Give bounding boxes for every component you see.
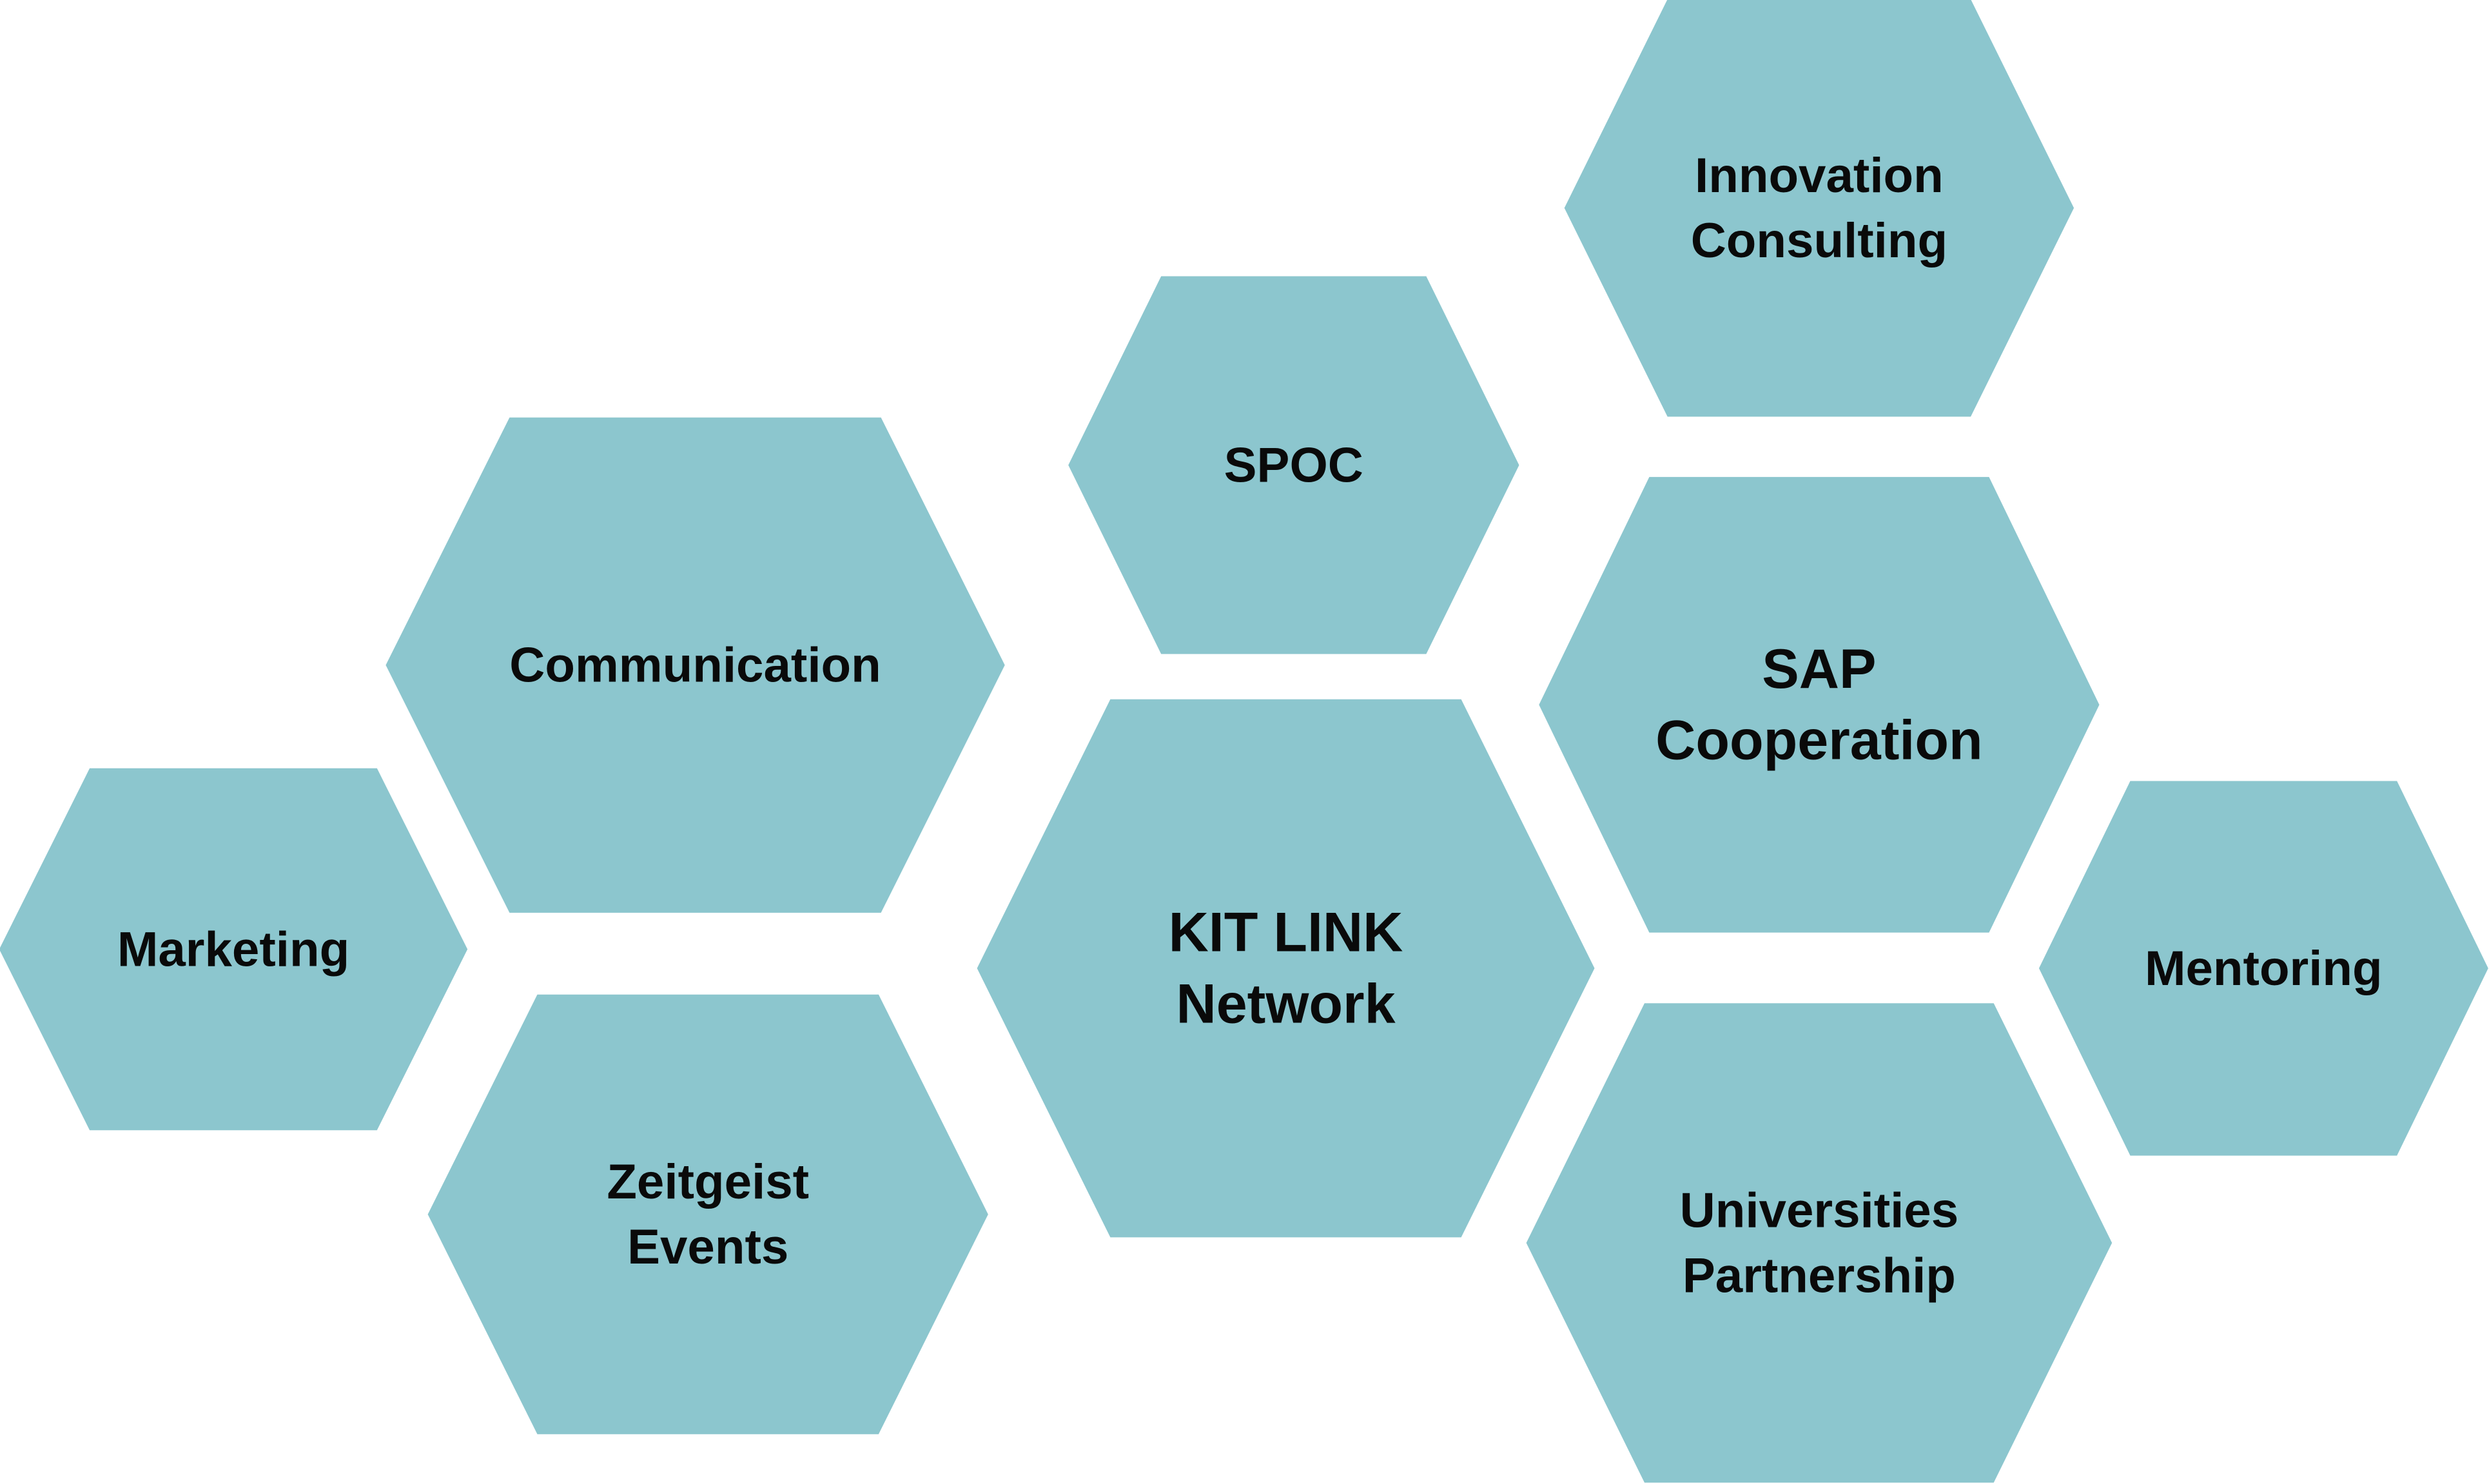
hexagon-label: Marketing <box>117 922 349 977</box>
hexagon-sap-cooperation: SAP Cooperation <box>1539 476 2100 933</box>
hexagon-label-line: Partnership <box>1683 1248 1956 1303</box>
hexagon-label-line: Network <box>1176 973 1396 1035</box>
hexagon-label: Communication <box>509 638 881 692</box>
hexagon-label-line: SPOC <box>1224 438 1363 493</box>
hexagon-marketing: Marketing <box>0 768 468 1131</box>
hexagon-label-line: Events <box>627 1220 788 1274</box>
hexagon-label-line: KIT LINK <box>1169 902 1403 964</box>
hexagon-shape <box>0 768 468 1131</box>
hexagon-label-line: Communication <box>509 638 881 692</box>
hexagon-label-line: Universities <box>1680 1183 1959 1238</box>
hexagon-label-line: Consulting <box>1691 213 1947 268</box>
hexagon-shape <box>1526 1003 2113 1483</box>
hexagon-label-line: Innovation <box>1695 148 1944 203</box>
hexagon-label: SAP Cooperation <box>1655 638 1983 772</box>
hexagon-shape <box>1564 0 2074 417</box>
hexagon-label-line: Marketing <box>117 922 349 977</box>
hexagon-kit-link-network: KIT LINK Network <box>977 699 1595 1238</box>
hexagon-label-line: Zeitgeist <box>607 1155 809 1209</box>
hexagon-shape <box>1068 276 1519 654</box>
hexagon-shape <box>977 699 1595 1238</box>
hexagon-shape <box>386 417 1005 913</box>
hexagon-label-line: Cooperation <box>1655 710 1983 772</box>
hexagon-communication: Communication <box>386 417 1005 913</box>
hexagon-label-line: Mentoring <box>2145 941 2383 996</box>
hexagon-shape <box>2038 781 2488 1156</box>
hexagon-label: KIT LINK Network <box>1169 902 1403 1035</box>
hexagon-spoc: SPOC <box>1068 276 1519 654</box>
hexagon-label: SPOC <box>1224 438 1363 493</box>
hexagon-label-line: SAP <box>1762 638 1876 700</box>
hexagon-label: Mentoring <box>2145 941 2383 996</box>
hexagon-shape <box>1539 476 2100 933</box>
hexagon-mentoring: Mentoring <box>2038 781 2488 1156</box>
hexagon-shape <box>427 994 988 1434</box>
